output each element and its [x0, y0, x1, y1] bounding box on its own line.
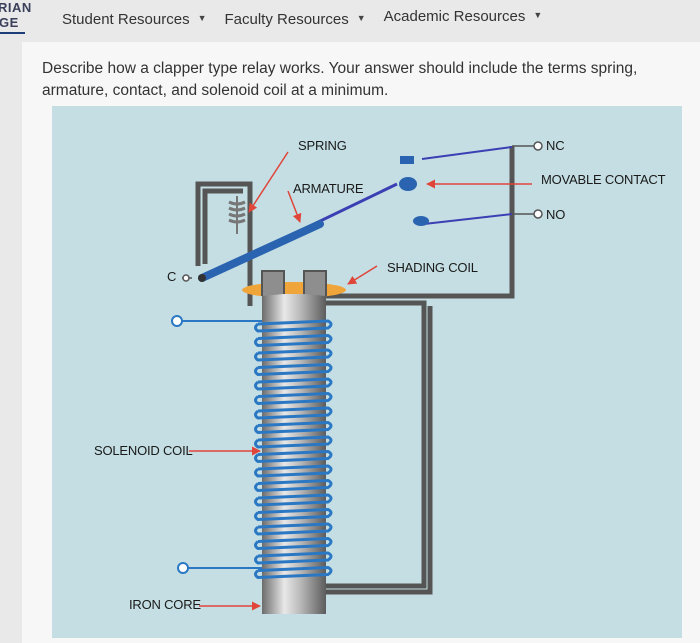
nav-student-resources[interactable]: Student Resources ▼ — [62, 11, 207, 28]
label-nc: NC — [546, 138, 565, 153]
frame-yoke — [278, 146, 515, 595]
caret-down-icon: ▼ — [356, 13, 366, 23]
coil-winding — [254, 333, 333, 348]
coil-winding — [254, 391, 333, 406]
coil-winding — [254, 406, 333, 420]
relay-diagram-graphic — [171, 141, 543, 614]
label-movable-contact: MOVABLE CONTACT — [541, 172, 666, 187]
coil-winding — [254, 536, 333, 551]
caret-down-icon: ▼ — [533, 10, 543, 20]
logo-line-2: GE — [0, 15, 25, 34]
coil-winding — [254, 449, 333, 464]
label-shading-coil: SHADING COIL — [387, 260, 478, 275]
coil-winding — [254, 348, 333, 362]
label-spring: SPRING — [298, 138, 347, 153]
coil-winding — [254, 507, 333, 522]
spring-coil — [228, 196, 246, 234]
question-text: Describe how a clapper type relay works.… — [42, 60, 638, 99]
nav-label: Academic Resources — [383, 7, 526, 25]
coil-winding — [254, 435, 333, 449]
label-iron-core: IRON CORE — [129, 597, 201, 612]
coil-winding — [254, 493, 333, 507]
caret-down-icon: ▼ — [197, 13, 207, 23]
label-armature: ARMATURE — [293, 181, 364, 196]
top-navigation: Student Resources ▼ Faculty Resources ▼ … — [62, 6, 542, 32]
coil-winding — [254, 464, 333, 478]
label-no: NO — [546, 207, 566, 222]
coil-winding — [254, 478, 333, 493]
nav-faculty-resources[interactable]: Faculty Resources ▼ — [225, 11, 366, 28]
site-logo[interactable]: RIAN GE — [0, 0, 34, 34]
frame-bracket — [195, 181, 253, 306]
coil-winding — [254, 377, 333, 391]
nav-label: Student Resources — [62, 10, 190, 28]
contact-wires — [421, 146, 513, 225]
coil-winding — [254, 551, 333, 565]
relay-diagram: SPRING ARMATURE NC MOVABLE CONTACT NO SH… — [52, 106, 682, 638]
terminals — [171, 141, 543, 574]
armature-bar — [198, 220, 324, 282]
label-solenoid-coil: SOLENOID COIL — [94, 443, 193, 458]
coil-winding — [254, 319, 333, 333]
nav-academic-resources[interactable]: Academic Resources ▼ — [384, 8, 543, 25]
coil-winding — [254, 565, 333, 580]
logo-line-1: RIAN — [0, 0, 32, 15]
coil-winding — [254, 522, 333, 536]
movable-contact-graphic — [399, 156, 429, 226]
label-c: C — [167, 269, 177, 284]
coil-winding — [254, 420, 333, 435]
solenoid-windings — [254, 319, 333, 580]
coil-winding — [254, 362, 333, 377]
nav-label: Faculty Resources — [224, 10, 349, 28]
